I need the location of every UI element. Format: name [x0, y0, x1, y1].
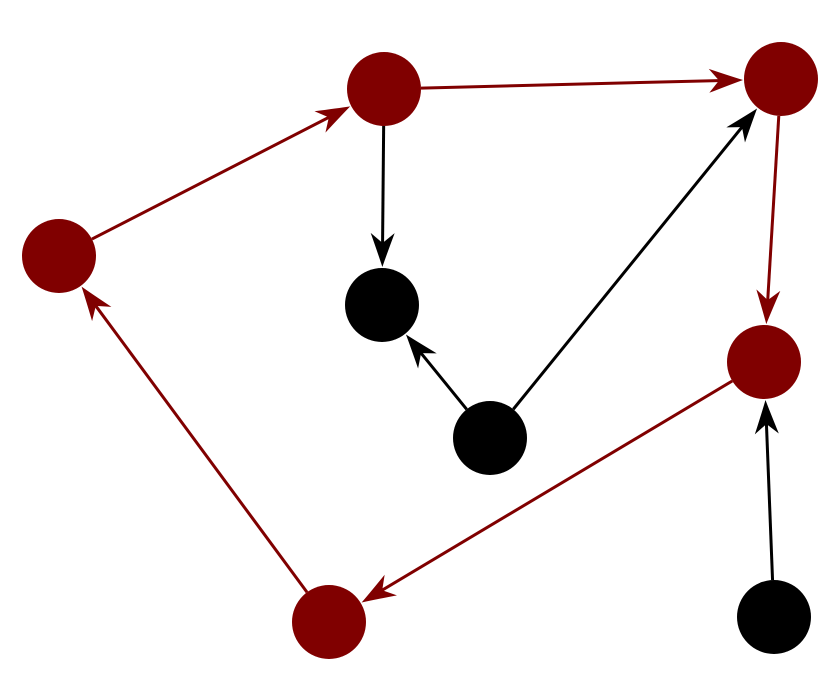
arrowhead — [726, 108, 758, 143]
edge-r_top-to-b_center — [370, 125, 395, 268]
edge-b_middle-to-r_topright — [512, 108, 758, 411]
edge-line — [764, 419, 775, 581]
arrowhead — [361, 574, 397, 603]
edge-line — [417, 349, 468, 411]
node-r_top — [347, 52, 421, 126]
edge-line — [91, 114, 334, 241]
edge-line — [378, 379, 734, 594]
node-b_bottomright — [737, 580, 811, 654]
edge-b_bottomright-to-r_right — [754, 399, 779, 581]
edge-line — [512, 123, 746, 411]
node-r_left — [22, 219, 96, 293]
arrowhead — [754, 399, 779, 435]
arrowhead — [708, 68, 744, 93]
edge-r_left-to-r_top — [91, 106, 351, 241]
arrowhead — [405, 334, 437, 369]
edges-layer — [81, 68, 781, 603]
arrowhead — [314, 106, 351, 133]
node-r_topright — [744, 42, 818, 116]
edge-line — [420, 78, 724, 90]
edge-b_middle-to-b_center — [405, 334, 468, 411]
edge-r_bottom-to-r_left — [81, 286, 309, 594]
arrowhead — [370, 232, 395, 268]
arrowhead — [756, 289, 781, 325]
node-r_bottom — [292, 585, 366, 659]
edge-line — [92, 301, 309, 594]
edge-line — [765, 115, 781, 305]
arrowhead — [81, 286, 112, 322]
edge-r_right-to-r_bottom — [361, 379, 734, 603]
edge-line — [381, 125, 386, 248]
edge-r_topright-to-r_right — [756, 115, 781, 325]
node-r_right — [727, 325, 801, 399]
nodes-layer — [22, 42, 818, 659]
node-b_middle — [453, 401, 527, 475]
node-b_center — [345, 268, 419, 342]
edge-r_top-to-r_topright — [420, 68, 744, 93]
